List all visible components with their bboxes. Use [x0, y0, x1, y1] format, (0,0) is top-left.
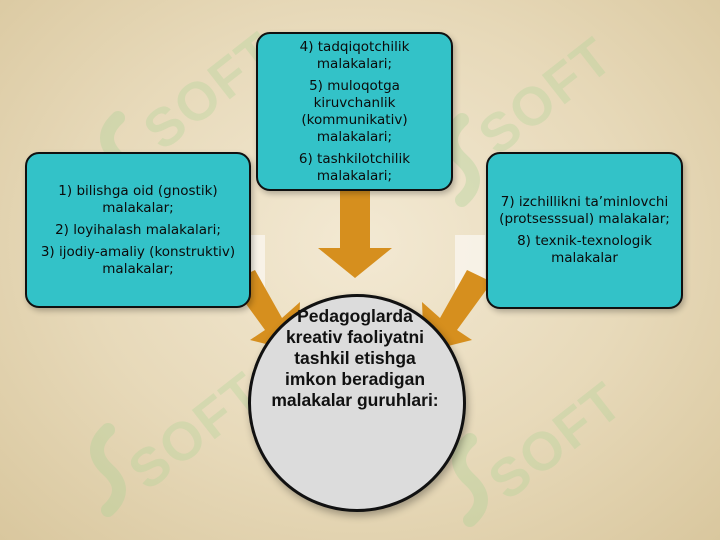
box-right-line-1: 7) izchillikni ta’minlovchi (protsesssua…	[499, 194, 670, 227]
skill-group-box-right: 7) izchillikni ta’minlovchi (protsesssua…	[486, 152, 683, 309]
box-left-line-1: 1) bilishga oid (gnostik) malakalar;	[58, 182, 218, 216]
center-circle	[248, 294, 466, 512]
skill-group-box-top: 4) tadqiqotchilik malakalari; 5) muloqot…	[256, 32, 453, 191]
box-top-line-1: 4) tadqiqotchilik malakalari;	[299, 38, 410, 72]
box-top-line-3: 6) tashkilotchilik malakalari;	[298, 150, 411, 184]
box-left-line-2: 2) loyihalash malakalari;	[55, 221, 221, 238]
skill-group-box-left: 1) bilishga oid (gnostik) malakalar; 2) …	[25, 152, 251, 308]
box-left-line-3: 3) ijodiy-amaliy (konstruktiv) malakalar…	[40, 243, 236, 277]
box-top-line-2: 5) muloqotga kiruvchanlik (kommunikativ)…	[301, 77, 408, 145]
center-title: Pedagoglarda kreativ faoliyatni tashkil …	[271, 306, 439, 410]
box-right-line-2: 8) texnik-texnologik malakalar	[517, 233, 652, 266]
